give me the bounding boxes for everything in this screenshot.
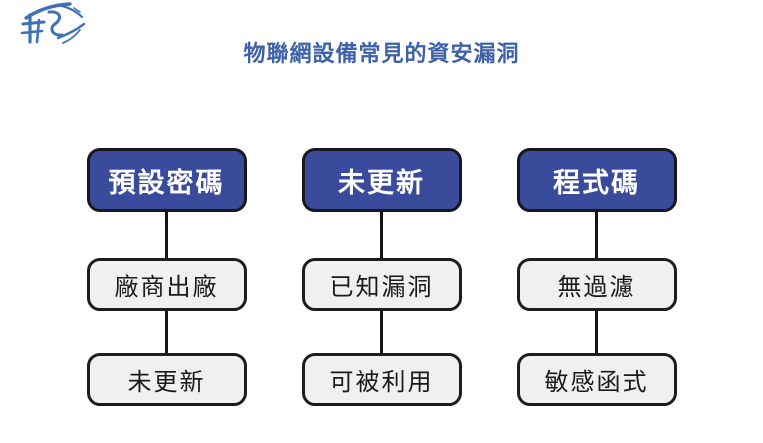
connector-1-2 [165,311,168,353]
diagram-column-1: 預設密碼 廠商出廠 未更新 [79,148,254,406]
node-sub-3-1[interactable]: 無過濾 [516,258,677,311]
diagram-column-2: 未更新 已知漏洞 可被利用 [294,148,469,406]
diagram-column-3: 程式碼 無過濾 敏感函式 [509,148,684,406]
connector-3-2 [595,311,598,353]
node-head-3[interactable]: 程式碼 [516,148,677,212]
page-title: 物聯網設備常見的資安漏洞 [243,41,520,66]
vulnerability-diagram: 預設密碼 廠商出廠 未更新 未更新 已知漏洞 可被利用 程式碼 無過濾 敏感函式 [0,148,763,418]
node-head-1[interactable]: 預設密碼 [86,148,247,212]
node-sub-3-2[interactable]: 敏感函式 [516,353,677,406]
node-sub-1-1[interactable]: 廠商出廠 [86,258,247,311]
node-sub-2-1[interactable]: 已知漏洞 [301,258,462,311]
brush-calligraphy-logo [18,2,88,46]
connector-3-1 [595,212,598,258]
node-sub-1-2[interactable]: 未更新 [86,353,247,406]
node-head-2[interactable]: 未更新 [301,148,462,212]
connector-2-1 [380,212,383,258]
connector-1-1 [165,212,168,258]
node-sub-2-2[interactable]: 可被利用 [301,353,462,406]
connector-2-2 [380,311,383,353]
